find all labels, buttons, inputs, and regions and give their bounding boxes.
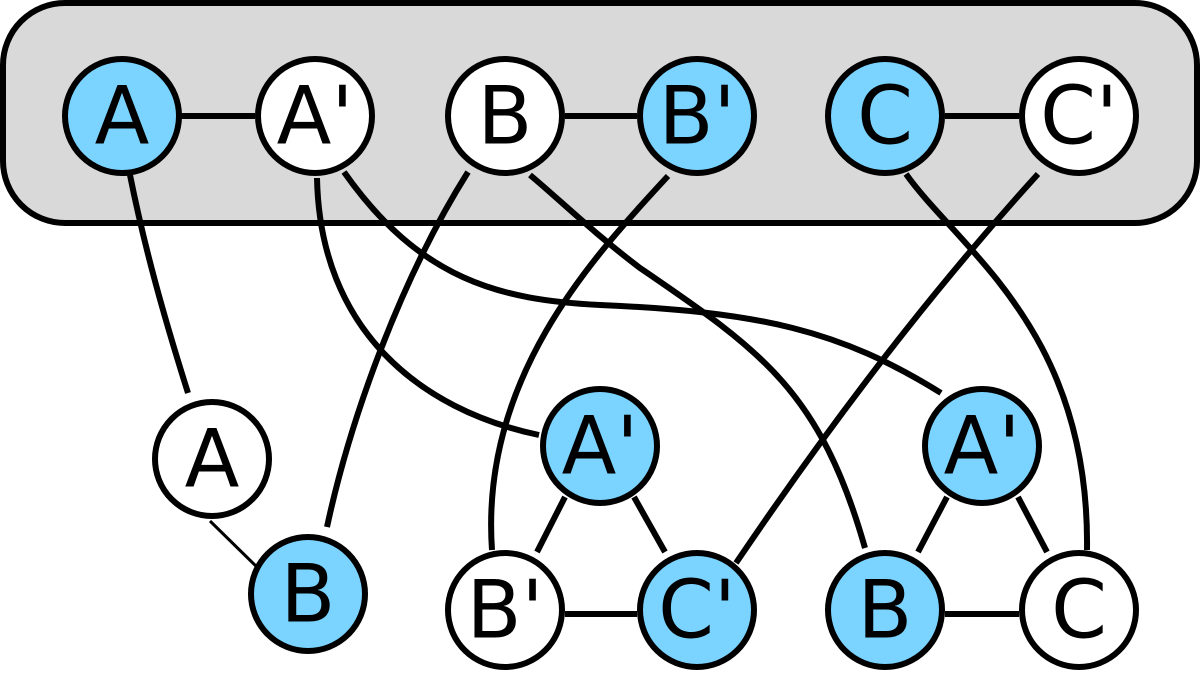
node-top-b-prime: B' xyxy=(637,56,757,176)
edge-g2-a-prime-c-prime xyxy=(631,495,668,554)
edge-top-c-to-g3-c xyxy=(903,172,1091,551)
node-top-c: C xyxy=(825,56,945,176)
edge-top-c-prime-to-g2-c-prime xyxy=(733,171,1041,565)
node-circle xyxy=(248,534,368,654)
node-circle xyxy=(152,399,272,519)
node-label: A' xyxy=(562,400,639,493)
node-g1-a: A xyxy=(152,399,272,519)
node-label: B' xyxy=(467,564,544,657)
edge-g3-a-prime-b xyxy=(915,495,950,554)
node-g3-b: B xyxy=(825,550,945,670)
edge-g1-a-b xyxy=(208,519,264,574)
node-circle xyxy=(62,56,182,176)
node-circle xyxy=(445,550,565,670)
node-label: B xyxy=(858,564,913,657)
node-label: A xyxy=(185,413,240,506)
edge-g2-a-prime-b-prime xyxy=(534,495,568,554)
node-circle xyxy=(922,386,1042,506)
node-label: A xyxy=(95,70,150,163)
node-label: C' xyxy=(658,564,736,657)
node-top-c-prime: C' xyxy=(1019,56,1139,176)
node-g1-b: B xyxy=(248,534,368,654)
edge-top-a-prime-to-g3-a-prime xyxy=(341,170,943,396)
node-g2-c-prime: C' xyxy=(637,550,757,670)
node-circle xyxy=(637,550,757,670)
node-label: C' xyxy=(1040,70,1118,163)
node-label: B xyxy=(281,548,336,641)
node-label: A' xyxy=(944,400,1021,493)
edge-g3-a-prime-c xyxy=(1015,495,1050,554)
nodes: A A' B B' C C' A B xyxy=(62,56,1139,670)
node-top-a-prime: A' xyxy=(255,56,375,176)
node-label: C xyxy=(857,70,913,163)
node-g3-c: C xyxy=(1019,550,1139,670)
edge-top-b-to-g3-b xyxy=(528,172,868,549)
node-g2-b-prime: B' xyxy=(445,550,565,670)
node-circle xyxy=(825,550,945,670)
node-circle xyxy=(445,56,565,176)
edge-top-b-prime-to-g2-b-prime xyxy=(488,173,671,551)
node-label: C xyxy=(1051,564,1107,657)
node-circle xyxy=(540,386,660,506)
node-g3-a-prime: A' xyxy=(922,386,1042,506)
edge-top-a-prime-to-g2-a-prime xyxy=(314,177,540,438)
node-circle xyxy=(637,56,757,176)
node-top-a: A xyxy=(62,56,182,176)
node-label: A' xyxy=(277,70,354,163)
edge-top-a-to-g1-a xyxy=(127,174,191,394)
node-g2-a-prime: A' xyxy=(540,386,660,506)
node-circle xyxy=(825,56,945,176)
node-top-b: B xyxy=(445,56,565,176)
node-circle xyxy=(1019,550,1139,670)
node-circle xyxy=(1019,56,1139,176)
node-label: B' xyxy=(659,70,736,163)
node-label: B xyxy=(478,70,533,163)
edges xyxy=(127,113,1091,617)
node-circle xyxy=(255,56,375,176)
